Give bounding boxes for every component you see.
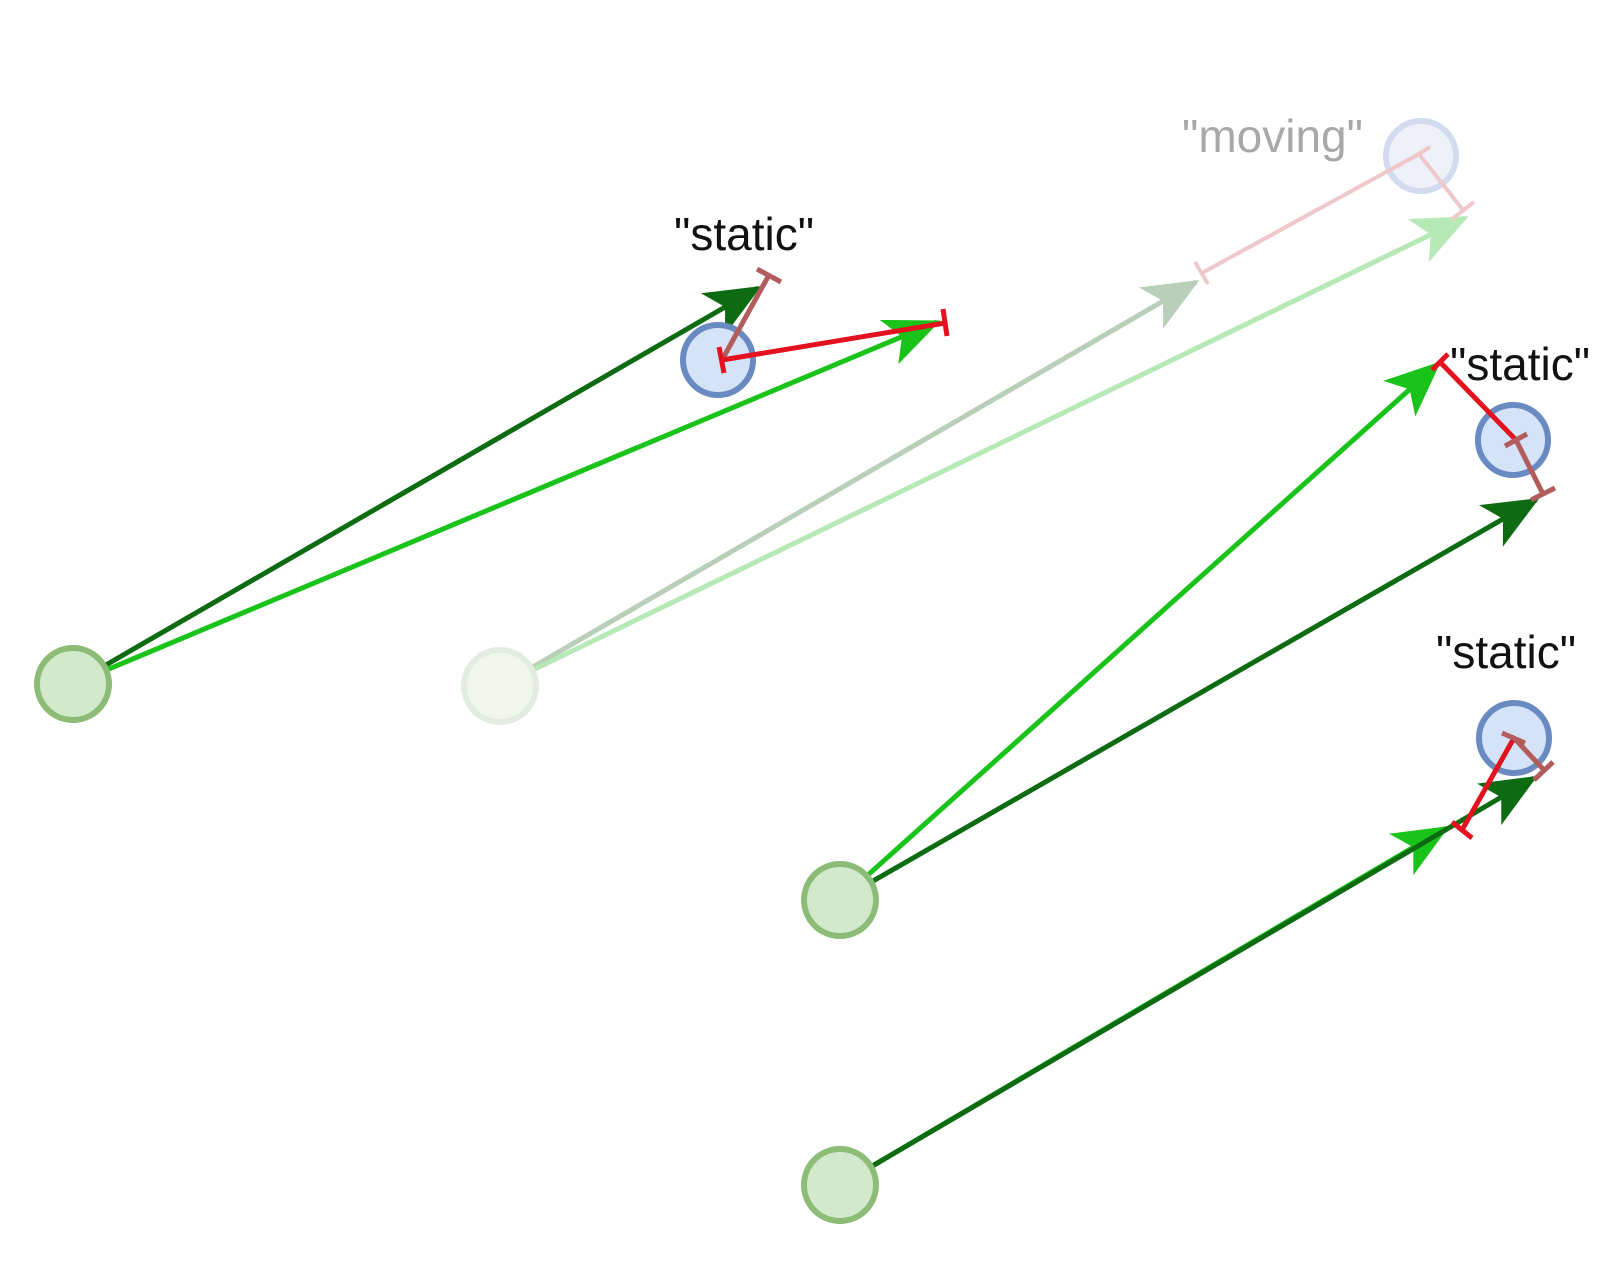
dark-green-arrow	[71, 285, 762, 687]
static-label-right: "static"	[1450, 338, 1590, 390]
brown-error-segment	[719, 273, 772, 362]
static-label-bottom: "static"	[1436, 626, 1576, 678]
light-green-arrow	[838, 361, 1441, 902]
start-node	[801, 1146, 879, 1224]
ghost-gray-arrow	[498, 279, 1200, 689]
red-error-cap	[1450, 820, 1474, 840]
start-node	[801, 861, 879, 939]
red-error-segment	[721, 320, 946, 363]
brown-error-cap-end	[1529, 485, 1557, 503]
dark-green-arrow	[838, 775, 1538, 1188]
dark-green-arrow	[838, 497, 1540, 903]
group-static-top: "static"	[34, 208, 950, 723]
group-static-right: "static"	[801, 338, 1590, 939]
ghost-pink-segment-short	[1417, 152, 1465, 212]
static-label-top: "static"	[674, 208, 814, 260]
group-static-bottom: "static"	[801, 626, 1576, 1224]
moving-label: "moving"	[1182, 110, 1363, 162]
brown-error-cap	[755, 266, 783, 285]
ghost-green-arrow	[498, 215, 1469, 689]
brown-error-cap-top	[1501, 730, 1526, 746]
ghost-pink-cap-right	[1450, 200, 1476, 221]
light-green-arrow	[72, 319, 941, 687]
red-error-segment	[1459, 736, 1517, 832]
group-moving-ghost: "moving"	[461, 110, 1476, 725]
ghost-pink-cap-top	[1405, 145, 1432, 163]
brown-error-segment	[1512, 736, 1546, 772]
brown-error-segment	[1513, 438, 1546, 496]
brown-error-cap	[1532, 760, 1555, 782]
ghost-pink-segment	[1201, 152, 1420, 275]
red-error-cap-end	[940, 308, 950, 337]
red-error-segment	[1438, 360, 1518, 442]
red-error-cap-start	[716, 346, 727, 374]
start-node	[34, 645, 112, 723]
target-node	[680, 322, 756, 398]
ghost-start-node	[461, 647, 539, 725]
brown-error-cap-start	[1503, 431, 1529, 449]
ghost-pink-cap-left	[1193, 260, 1210, 286]
red-error-cap	[1430, 352, 1450, 372]
